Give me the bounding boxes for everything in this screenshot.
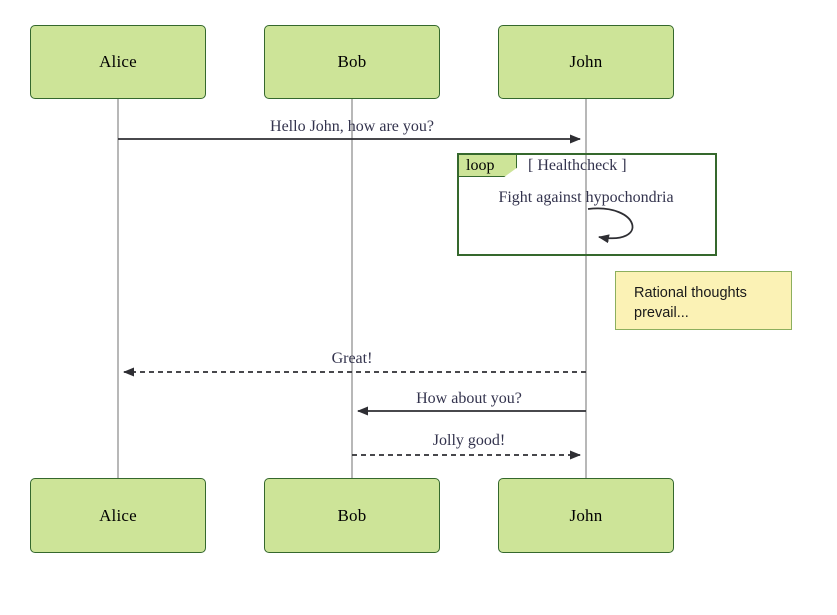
participant-label-alice-bottom: Alice (99, 505, 137, 525)
participant-box-bob-bottom[interactable]: Bob (264, 478, 440, 553)
participant-label-john-bottom: John (569, 505, 603, 525)
note-rational-thoughts: Rational thoughts prevail... (615, 271, 792, 330)
participant-label-john-top: John (569, 52, 603, 71)
loop-fragment-condition: [ Healthcheck ] (528, 157, 627, 174)
participant-box-bob-top[interactable]: Bob (264, 25, 440, 99)
participant-label-bob-bottom: Bob (337, 505, 367, 525)
loop-fragment-tag-label: loop (466, 156, 495, 174)
message-label-great: Great! (331, 350, 373, 367)
participant-box-alice-top[interactable]: Alice (30, 25, 206, 99)
participant-label-bob-top: Bob (337, 52, 367, 71)
message-label-how-about-you: How about you? (416, 390, 522, 407)
lifelines (117, 99, 587, 479)
note-text: Rational thoughts prevail... (634, 285, 747, 321)
participant-box-john-bottom[interactable]: John (498, 478, 674, 553)
participant-box-alice-bottom[interactable]: Alice (30, 478, 206, 553)
message-label-hello-john: Hello John, how are you? (270, 118, 434, 135)
self-message-arrow-fight-hypochondria (587, 207, 634, 244)
loop-fragment-tag: loop (459, 155, 517, 177)
participant-box-john-top[interactable]: John (498, 25, 674, 99)
loop-fragment-frame (457, 153, 717, 256)
message-label-fight-hypochondria: Fight against hypochondria (498, 189, 674, 206)
participant-label-alice-top: Alice (99, 52, 137, 71)
message-label-jolly-good: Jolly good! (432, 432, 506, 449)
